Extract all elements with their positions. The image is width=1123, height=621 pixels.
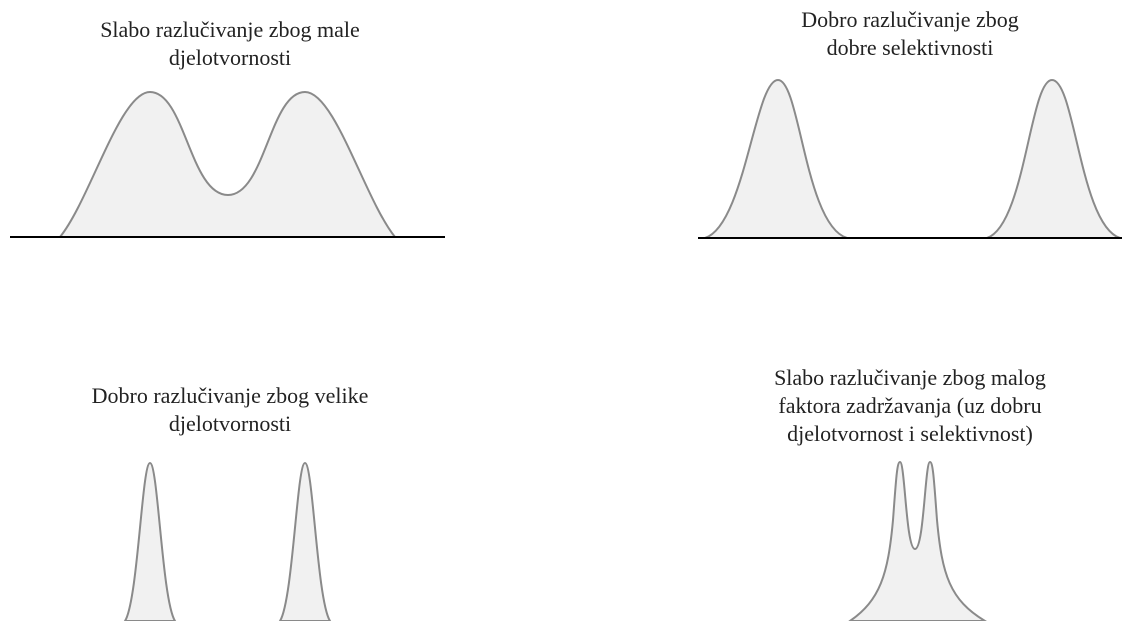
peak-pair-close-narrow <box>848 460 987 621</box>
peak-left <box>704 78 848 239</box>
caption-poor-resolution-low-efficiency: Slabo razlučivanje zbog male djelotvorno… <box>100 17 360 70</box>
panel-top-left <box>10 90 445 238</box>
peak-pair-overlapping-broad <box>57 90 398 238</box>
peak-narrow-left <box>123 461 177 621</box>
caption-good-resolution-good-selectivity: Dobro razlučivanje zbog dobre selektivno… <box>801 7 1019 60</box>
caption-good-resolution-high-efficiency: Dobro razlučivanje zbog velike djelotvor… <box>91 383 369 436</box>
peak-right <box>986 78 1121 239</box>
panel-bottom-left <box>123 461 332 621</box>
caption-poor-resolution-low-retention: Slabo razlučivanje zbog malog faktora za… <box>774 365 1046 446</box>
panel-bottom-right <box>848 460 987 621</box>
peak-narrow-right <box>278 461 332 621</box>
panel-top-right <box>698 78 1122 239</box>
